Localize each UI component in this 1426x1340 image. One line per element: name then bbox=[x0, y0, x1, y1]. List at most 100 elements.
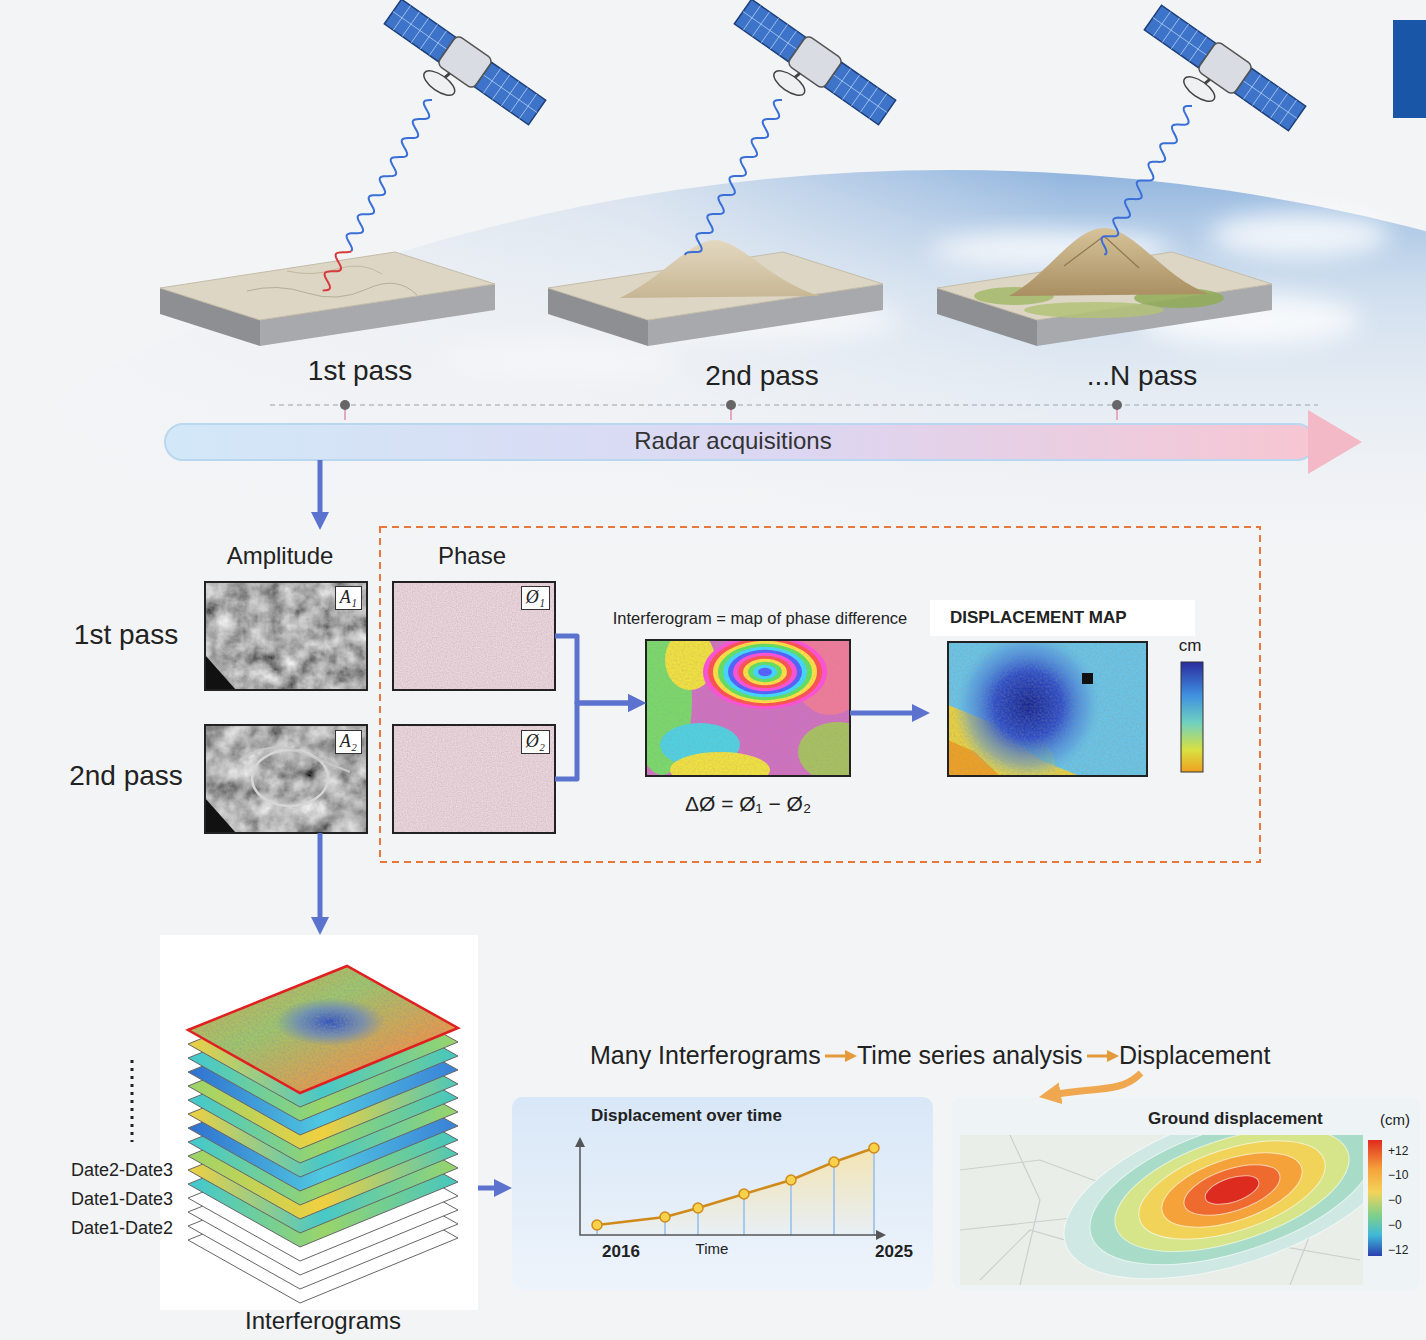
haze bbox=[0, 0, 1426, 600]
pass-label: ...N pass bbox=[1087, 360, 1197, 392]
column-heading: Amplitude bbox=[227, 542, 334, 570]
color-bar bbox=[1181, 662, 1203, 772]
satellite bbox=[1130, 3, 1307, 151]
unit-label: (cm) bbox=[1380, 1111, 1410, 1128]
terrain-block bbox=[548, 240, 883, 346]
speckle bbox=[180, 960, 470, 1100]
ground-crack bbox=[247, 283, 417, 297]
flow-arrow bbox=[555, 636, 637, 703]
map-ground bbox=[948, 642, 1147, 776]
formula: ΔØ = Ø₁ − Ø₂ bbox=[685, 792, 811, 816]
scale-value: +12 bbox=[1388, 1145, 1408, 1159]
image-frame bbox=[393, 725, 555, 833]
radar-signal bbox=[347, 100, 432, 251]
scale-value: −10 bbox=[1388, 1169, 1408, 1183]
date-pair: Date1-Date3 bbox=[71, 1189, 173, 1210]
data-point bbox=[786, 1175, 796, 1185]
phase-noise bbox=[393, 582, 555, 690]
chart-panel: Displacement over time2016Time2025 bbox=[512, 1097, 933, 1290]
flow-arrow bbox=[318, 460, 323, 521]
speckle bbox=[948, 642, 1147, 776]
flow-arrow bbox=[478, 1186, 503, 1191]
title-ground bbox=[930, 600, 1195, 636]
interferogram bbox=[646, 640, 850, 776]
scale-value: −0 bbox=[1388, 1219, 1402, 1233]
process-step: Many Interferograms bbox=[590, 1040, 825, 1072]
process-step: Displacement bbox=[1119, 1040, 1275, 1072]
flow-arrow bbox=[318, 833, 323, 926]
image-tag: A₂ bbox=[335, 730, 362, 754]
process-step: Time series analysis bbox=[857, 1040, 1087, 1072]
drop-line bbox=[873, 1148, 875, 1235]
time-dot bbox=[726, 400, 736, 410]
image-frame bbox=[205, 582, 367, 690]
data-point bbox=[739, 1189, 749, 1199]
panel-ground bbox=[512, 1097, 933, 1290]
panel-grid bbox=[743, 12, 797, 50]
drop-line bbox=[790, 1180, 792, 1235]
image-tag: Ø₂ bbox=[521, 730, 550, 754]
data-line bbox=[597, 1148, 874, 1225]
panel-grid bbox=[393, 12, 447, 50]
scale-value: −12 bbox=[1388, 1244, 1408, 1258]
ground-map bbox=[960, 1135, 1363, 1285]
data-point bbox=[869, 1143, 879, 1153]
terrain-block bbox=[160, 252, 495, 346]
interferogram-image: Interferogram = map of phase differenceΔ… bbox=[646, 603, 850, 818]
column-heading: Phase bbox=[438, 542, 506, 570]
pass-label: 2nd pass bbox=[705, 360, 819, 392]
axis-tick: 2016 bbox=[602, 1242, 640, 1262]
flow-arrow bbox=[1050, 1073, 1141, 1095]
image-frame bbox=[948, 642, 1147, 776]
drop-line bbox=[833, 1162, 835, 1235]
image-tag: Ø₁ bbox=[521, 586, 550, 610]
axis-head bbox=[876, 1230, 886, 1240]
phase-image: PhaseØ₁ bbox=[393, 530, 555, 690]
timeline-band: Radar acquisitions bbox=[165, 424, 1315, 460]
ground-crack bbox=[287, 266, 382, 274]
axis-head bbox=[575, 1137, 585, 1147]
date-pair: Date2-Date3 bbox=[71, 1160, 173, 1181]
amplitude-image: AmplitudeA₁ bbox=[205, 530, 367, 690]
shadow-corner bbox=[205, 798, 236, 833]
panel-grid bbox=[1153, 18, 1207, 56]
color-bar bbox=[1368, 1140, 1382, 1256]
ellipsis-dots bbox=[131, 1060, 134, 1142]
step-label: Many Interferograms bbox=[590, 1041, 821, 1070]
data-point bbox=[829, 1157, 839, 1167]
flow-arrow bbox=[825, 1055, 851, 1058]
timeline-label: Radar acquisitions bbox=[634, 427, 831, 455]
panel-grid bbox=[833, 75, 887, 113]
time-dot bbox=[340, 400, 350, 410]
shadow-corner bbox=[205, 655, 236, 690]
image-caption: Interferogram = map of phase difference bbox=[613, 609, 908, 628]
chart-axes bbox=[580, 1142, 878, 1235]
selected-layer bbox=[188, 966, 458, 1093]
radar-signal bbox=[685, 100, 782, 255]
top-layer bbox=[180, 960, 470, 1100]
speckle bbox=[646, 640, 850, 776]
timeline-head bbox=[1308, 410, 1362, 474]
time-axis bbox=[270, 404, 1318, 406]
stack-ground bbox=[160, 935, 478, 1310]
phase-noise bbox=[393, 725, 555, 833]
panel-title: Ground displacement bbox=[1148, 1109, 1323, 1129]
displacement-map: DISPLACEMENT MAPcm bbox=[930, 600, 1215, 776]
block-top bbox=[160, 252, 495, 320]
radar-dish bbox=[770, 66, 809, 100]
contour bbox=[1072, 1135, 1363, 1285]
image-frame bbox=[393, 582, 555, 690]
panel-title: Displacement over time bbox=[591, 1106, 782, 1126]
panel-grid bbox=[1243, 81, 1297, 119]
interferogram-stack: Interferograms bbox=[160, 935, 478, 1335]
satellite bbox=[720, 0, 897, 145]
corner-tab bbox=[1393, 20, 1426, 118]
data-point bbox=[592, 1220, 602, 1230]
road bbox=[1010, 1135, 1040, 1285]
displacement-image bbox=[948, 642, 1147, 776]
unit-label: cm bbox=[1179, 636, 1202, 656]
date-pair: Date1-Date2 bbox=[71, 1218, 173, 1239]
time-dot bbox=[1112, 400, 1122, 410]
row-label: 2nd pass bbox=[69, 760, 183, 792]
